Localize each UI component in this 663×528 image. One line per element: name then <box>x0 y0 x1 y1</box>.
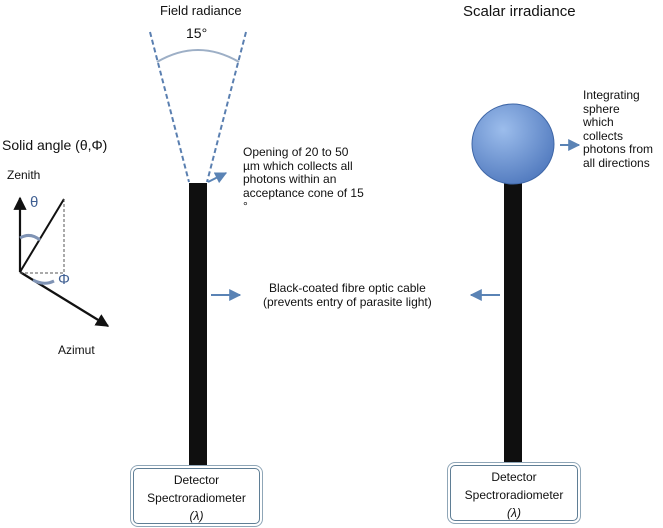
sphere-line-4: collects <box>583 128 624 143</box>
sphere-line-5: photons from <box>583 142 654 156</box>
integrating-sphere <box>471 103 555 185</box>
solid-angle-schematic <box>13 196 110 327</box>
opening-line-3: photons within an <box>243 172 337 186</box>
sphere-line-6: all directions <box>583 155 650 170</box>
cone-right-edge <box>206 31 247 183</box>
direction-vector <box>19 198 65 273</box>
solid-angle-title: Solid angle (θ,Φ) <box>2 137 108 153</box>
cone-angle-arc <box>156 49 240 63</box>
cable-line-2: (prevents entry of parasite light) <box>263 295 432 309</box>
azimuth-label: Azimut <box>58 343 95 357</box>
detector-right-instrument: Spectroradiometer <box>464 488 564 502</box>
opening-annotation: Opening of 20 to 50 µm which collects al… <box>243 145 364 214</box>
cable-annotation: Black-coated fibre optic cable (prevents… <box>263 281 432 309</box>
cone-left-edge <box>149 31 190 183</box>
opening-line-4: acceptance cone of 15 <box>243 185 364 200</box>
detector-box-right: Detector Spectroradiometer (λ) <box>450 465 578 521</box>
theta-label: θ <box>30 194 39 211</box>
detector-left-title: Detector <box>173 473 220 487</box>
opening-line-5: ° <box>243 199 248 213</box>
opening-line-2: µm which collects all <box>243 158 353 173</box>
cone-angle-label: 15° <box>186 25 208 41</box>
detector-right-wavelength: (λ) <box>507 506 521 520</box>
title-field-radiance: Field radiance <box>160 3 242 18</box>
phi-label: Φ <box>58 271 70 288</box>
opening-pointer-arrow <box>207 172 228 184</box>
detector-right-title: Detector <box>491 470 537 484</box>
zenith-label: Zenith <box>7 168 41 182</box>
opening-line-1: Opening of 20 to 50 <box>243 145 349 159</box>
detector-left-instrument: Spectroradiometer <box>147 491 246 505</box>
title-scalar-irradiance: Scalar irradiance <box>463 3 576 20</box>
sphere-annotation: Integrating sphere which collects photon… <box>583 88 654 170</box>
cable-line-1: Black-coated fibre optic cable <box>269 281 426 295</box>
phi-arc <box>32 278 55 285</box>
sphere-line-3: which <box>583 115 614 129</box>
acceptance-cone <box>149 31 247 183</box>
detector-left-wavelength: (λ) <box>189 509 204 523</box>
theta-arc <box>19 233 41 242</box>
fibre-optic-cable-right <box>504 160 522 466</box>
fibre-optic-cable-left <box>189 183 207 466</box>
sphere-line-2: sphere <box>583 101 620 116</box>
detector-box-left: Detector Spectroradiometer (λ) <box>133 468 260 524</box>
sphere-line-1: Integrating <box>583 88 640 102</box>
